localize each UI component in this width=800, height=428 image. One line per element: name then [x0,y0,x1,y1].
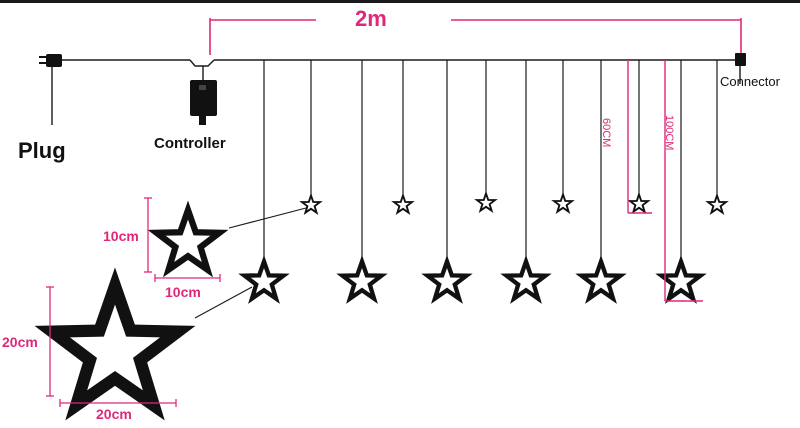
small-star-callout [144,197,307,282]
star-icon [707,195,727,214]
star-icon [476,193,496,212]
plug-label: Plug [18,138,66,163]
drop-dimensions [627,60,703,302]
large-star-height-label: 20cm [2,334,38,350]
strand-wires [263,60,718,262]
star-icon [393,195,413,214]
connector-icon [735,53,746,66]
length-dimension [209,18,742,55]
main-wire [51,59,741,125]
plug-icon [39,54,62,67]
small-stars [301,193,727,214]
star-icon [154,208,222,272]
small-star-height-label: 10cm [103,228,139,244]
star-icon [660,260,702,300]
drop-short-label: 60CM [600,118,612,148]
length-label: 2m [355,6,387,31]
star-icon [301,195,321,214]
star-icon [52,286,178,405]
star-icon [505,260,547,300]
star-icon [426,260,468,300]
star-icon [341,260,383,300]
top-border [0,0,800,3]
controller-label: Controller [154,135,226,152]
star-icon [580,260,622,300]
large-star-width-label: 20cm [96,406,132,422]
star-icon [243,260,285,300]
large-stars [243,260,702,300]
star-icon [629,194,649,213]
connector-label: Connector [720,74,780,89]
large-star-callout [46,286,253,407]
star-icon [553,194,573,213]
drop-long-label: 100CM [663,115,675,151]
small-star-width-label: 10cm [165,284,201,300]
controller-box-icon [190,80,217,125]
